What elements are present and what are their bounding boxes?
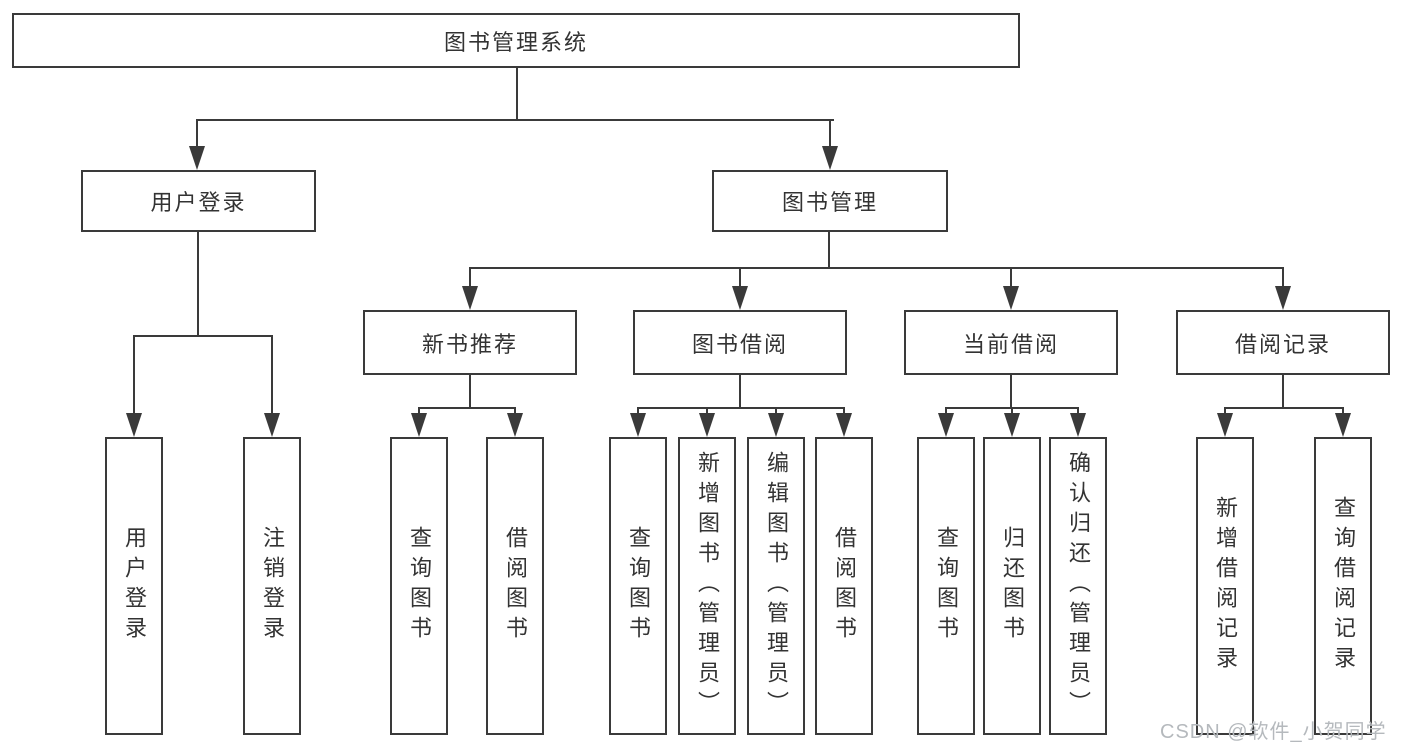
arrow-down-icon [264, 413, 280, 437]
leaf-query-books-current: 查询图书 [917, 437, 975, 735]
connector-line [775, 409, 777, 415]
connector-line [828, 232, 830, 269]
leaf-query-borrow-record: 查询借阅记录 [1314, 437, 1372, 735]
leaf-query-books-recommend: 查询图书 [390, 437, 448, 735]
connector-line [1010, 269, 1012, 287]
connector-line [1011, 409, 1013, 415]
arrow-down-icon [768, 413, 784, 437]
arrow-down-icon [699, 413, 715, 437]
arrow-down-icon [836, 413, 852, 437]
arrow-down-icon [1004, 413, 1020, 437]
connector-line [133, 337, 135, 414]
connector-line [739, 375, 741, 409]
connector-line [1224, 407, 1344, 409]
connector-line [1282, 375, 1284, 409]
leaf-logout: 注销登录 [243, 437, 301, 735]
arrow-down-icon [507, 413, 523, 437]
node-new-book-recommend: 新书推荐 [363, 310, 577, 375]
arrow-down-icon [411, 413, 427, 437]
node-user-login: 用户登录 [81, 170, 316, 232]
connector-line [945, 409, 947, 415]
leaf-confirm-return-admin: 确认归还（管理员） [1049, 437, 1107, 735]
connector-line [1342, 409, 1344, 415]
node-borrow-records: 借阅记录 [1176, 310, 1390, 375]
connector-line [516, 68, 518, 120]
leaf-return-books: 归还图书 [983, 437, 1041, 735]
connector-line [418, 409, 420, 415]
leaf-edit-book-admin: 编辑图书（管理员） [747, 437, 805, 735]
arrow-down-icon [938, 413, 954, 437]
arrow-down-icon [189, 146, 205, 170]
arrow-down-icon [630, 413, 646, 437]
connector-line [1282, 269, 1284, 287]
arrow-down-icon [462, 286, 478, 310]
connector-line [1077, 409, 1079, 415]
arrow-down-icon [732, 286, 748, 310]
arrow-down-icon [1217, 413, 1233, 437]
connector-line [1010, 375, 1012, 409]
leaf-user-login: 用户登录 [105, 437, 163, 735]
connector-line [271, 337, 273, 414]
connector-line [1224, 409, 1226, 415]
connector-line [196, 119, 834, 121]
csdn-watermark: CSDN @软件_小贺同学 [1160, 721, 1387, 743]
connector-line [133, 335, 273, 337]
leaf-query-books-borrow: 查询图书 [609, 437, 667, 735]
connector-line [514, 409, 516, 415]
leaf-add-borrow-record: 新增借阅记录 [1196, 437, 1254, 735]
connector-line [418, 407, 516, 409]
connector-line [196, 121, 198, 147]
connector-line [637, 409, 639, 415]
connector-line [469, 375, 471, 409]
node-current-borrow: 当前借阅 [904, 310, 1118, 375]
connector-line [469, 269, 471, 287]
connector-line [197, 232, 199, 337]
connector-line [637, 407, 845, 409]
node-book-borrow: 图书借阅 [633, 310, 847, 375]
connector-line [706, 409, 708, 415]
leaf-add-book-admin: 新增图书（管理员） [678, 437, 736, 735]
node-book-management: 图书管理 [712, 170, 948, 232]
arrow-down-icon [126, 413, 142, 437]
node-library-system: 图书管理系统 [12, 13, 1020, 68]
connector-line [945, 407, 1079, 409]
arrow-down-icon [1070, 413, 1086, 437]
arrow-down-icon [1275, 286, 1291, 310]
leaf-borrow-books-recommend: 借阅图书 [486, 437, 544, 735]
arrow-down-icon [1003, 286, 1019, 310]
leaf-borrow-books: 借阅图书 [815, 437, 873, 735]
connector-line [469, 267, 1284, 269]
arrow-down-icon [822, 146, 838, 170]
connector-line [739, 269, 741, 287]
connector-line [843, 409, 845, 415]
arrow-down-icon [1335, 413, 1351, 437]
connector-line [829, 121, 831, 147]
